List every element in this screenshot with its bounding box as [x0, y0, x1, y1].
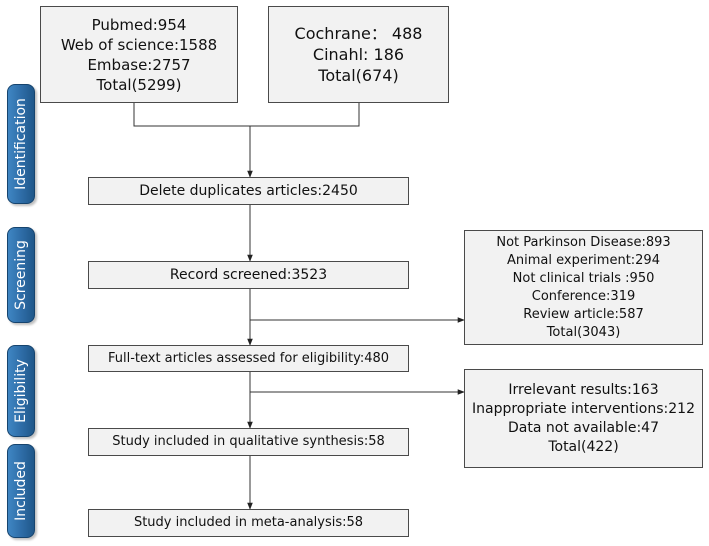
source-embase: Embase:2757: [87, 55, 191, 74]
screened-box: Record screened:3523: [88, 261, 409, 289]
source-pubmed: Pubmed:954: [91, 15, 187, 34]
exclusion-data-not-available: Data not available:47: [508, 419, 659, 436]
exclusion-not-clinical-trials: Not clinical trials :950: [512, 270, 655, 286]
exclusion-irrelevant-results: Irrelevant results:163: [508, 381, 659, 398]
source-web-of-science: Web of science:1588: [60, 35, 218, 54]
sources-merge-line: [133, 103, 360, 127]
screened-text: Record screened:3523: [169, 266, 328, 283]
screening-exclusions-box: Not Parkinson Disease:893 Animal experim…: [464, 230, 703, 345]
exclusion-not-parkinson: Not Parkinson Disease:893: [496, 234, 671, 250]
eligibility-exclusions-box: Irrelevant results:163 Inappropriate int…: [464, 369, 703, 468]
exclusion-eligibility-total: Total(422): [548, 438, 619, 455]
source-right-total: Total(674): [318, 66, 399, 85]
source-cochrane: Cochrane： 488: [294, 24, 423, 43]
stage-included-label: Included: [13, 461, 29, 521]
qualitative-box: Study included in qualitative synthesis:…: [88, 428, 409, 456]
stage-identification: Identification: [7, 84, 35, 204]
exclusion-inappropriate-interventions: Inappropriate interventions:212: [472, 400, 695, 417]
stage-screening-label: Screening: [13, 240, 29, 310]
meta-text: Study included in meta-analysis:58: [133, 515, 364, 530]
source-left-total: Total(5299): [96, 75, 182, 94]
fulltext-text: Full-text articles assessed for eligibil…: [107, 350, 390, 366]
source-cinahl: Cinahl: 186: [312, 45, 405, 64]
exclusion-animal-experiment: Animal experiment:294: [507, 252, 660, 268]
stage-identification-label: Identification: [13, 98, 29, 190]
duplicates-box: Delete duplicates articles:2450: [88, 177, 409, 205]
exclusion-review-article: Review article:587: [523, 306, 644, 322]
exclusion-screening-total: Total(3043): [546, 324, 621, 340]
sources-box-left: Pubmed:954 Web of science:1588 Embase:27…: [40, 6, 238, 103]
exclusion-conference: Conference:319: [531, 288, 636, 304]
stage-screening: Screening: [7, 227, 35, 323]
qualitative-text: Study included in qualitative synthesis:…: [112, 434, 385, 449]
meta-box: Study included in meta-analysis:58: [88, 509, 409, 537]
sources-box-right: Cochrane： 488 Cinahl: 186 Total(674): [268, 6, 449, 103]
fulltext-box: Full-text articles assessed for eligibil…: [88, 345, 409, 372]
stage-eligibility-label: Eligibility: [13, 359, 29, 423]
stage-eligibility: Eligibility: [7, 345, 35, 437]
duplicates-text: Delete duplicates articles:2450: [139, 182, 358, 199]
stage-included: Included: [7, 444, 35, 538]
